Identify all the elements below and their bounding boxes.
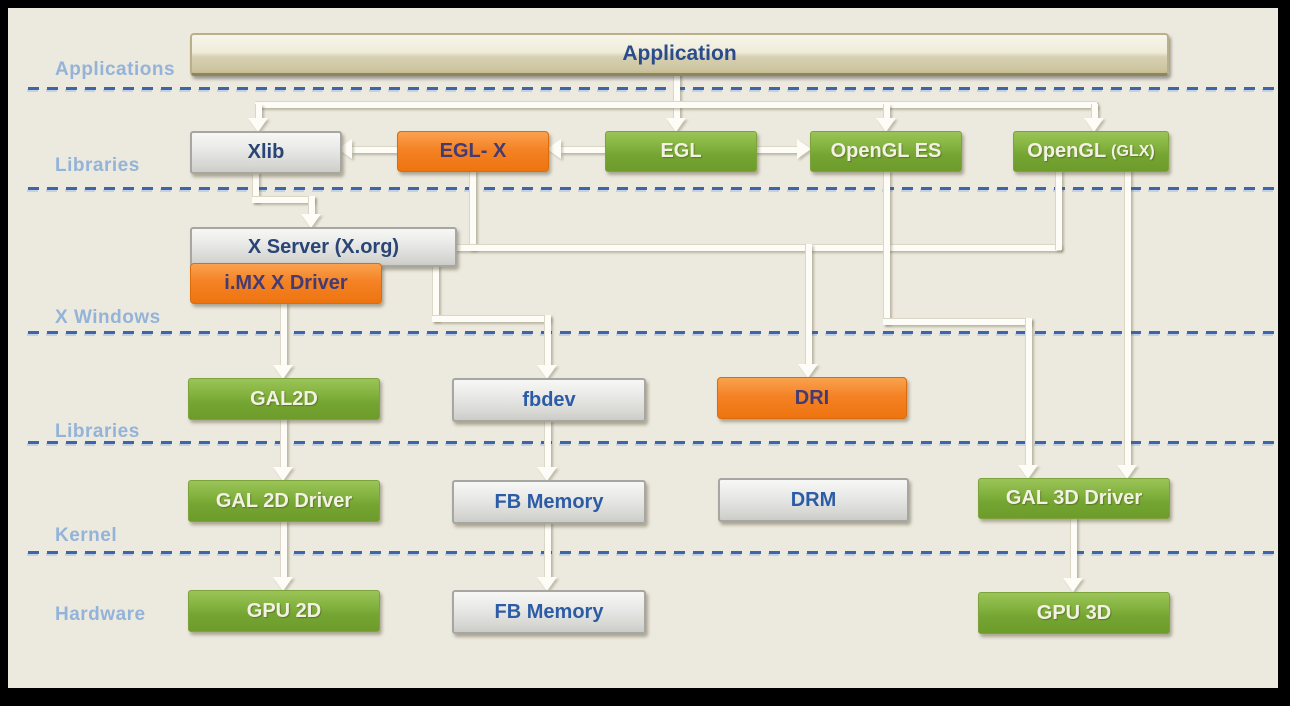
connector-opengles-elbow <box>883 318 1031 325</box>
diagram-background <box>8 8 1278 688</box>
connector-egl-opengles <box>752 146 797 153</box>
arrowhead-into-dri <box>798 364 818 378</box>
connector-fbdev-fbmem <box>544 418 551 467</box>
node-fb-memory-kernel: FB Memory <box>452 480 646 524</box>
connector-imx-gal2d <box>280 302 287 365</box>
connector-xserver-fbdev-elbow <box>432 315 550 322</box>
node-opengl-es: OpenGL ES <box>810 131 962 172</box>
node-gal2d: GAL2D <box>188 378 380 420</box>
node-gpu-2d: GPU 2D <box>188 590 380 632</box>
node-gal-3d-driver: GAL 3D Driver <box>978 478 1170 519</box>
connector-xlib-xserver <box>308 196 315 216</box>
connector-application-egl <box>673 70 680 122</box>
arrowhead-into-opengles <box>876 118 896 132</box>
node-egl-x: EGL- X <box>397 131 549 172</box>
arrowhead-into-gal2d <box>273 365 293 379</box>
layer-divider <box>28 551 1274 554</box>
layer-label-hardware: Hardware <box>55 604 146 625</box>
connector-trunk-dri <box>805 244 812 364</box>
connector-gal2d-driver <box>280 418 287 467</box>
connector-openglglx-trunk <box>1055 168 1062 250</box>
connector-driver-gpu2d <box>280 520 287 577</box>
node-fbdev: fbdev <box>452 378 646 422</box>
node-imx-x-driver: i.MX X Driver <box>190 263 382 304</box>
arrowhead-into-gpu2d <box>273 577 293 591</box>
layer-label-libraries-top: Libraries <box>55 155 140 176</box>
node-fb-memory-hardware: FB Memory <box>452 590 646 634</box>
layer-label-kernel: Kernel <box>55 525 118 546</box>
arrowhead-into-gal3d-left <box>1018 465 1038 479</box>
arrowhead-into-egl <box>666 118 686 132</box>
arrowhead-into-eglx <box>547 139 561 159</box>
node-egl: EGL <box>605 131 757 172</box>
layer-label-x-windows: X Windows <box>55 307 161 328</box>
layer-divider <box>28 441 1274 444</box>
connector-branch-opengles <box>883 104 890 120</box>
layer-label-libraries-bottom: Libraries <box>55 421 140 442</box>
connector-gal3d-gpu3d <box>1070 517 1077 578</box>
connector-opengles-gal3d <box>1025 318 1032 465</box>
node-opengl-glx: OpenGL(GLX) <box>1013 131 1169 172</box>
connector-eglx-xlib <box>351 146 400 153</box>
arrowhead-into-gal3d-right <box>1117 465 1137 479</box>
layer-divider <box>28 87 1274 90</box>
arrowhead-into-gpu3d <box>1063 578 1083 592</box>
connector-fbmem-fbmem <box>544 520 551 577</box>
connector-xserver-trunk <box>453 244 1061 251</box>
node-application: Application <box>190 33 1169 76</box>
arrowhead-into-fbdev <box>537 365 557 379</box>
connector-xlib-down <box>252 170 259 202</box>
node-dri: DRI <box>717 377 907 419</box>
connector-xserver-fbdev <box>544 315 551 365</box>
node-xlib: Xlib <box>190 131 342 174</box>
node-drm: DRM <box>718 478 909 522</box>
node-gal-2d-driver: GAL 2D Driver <box>188 480 380 522</box>
arrowhead-into-xlib <box>248 118 268 132</box>
arrowhead-into-fbmem-hw <box>537 577 557 591</box>
connector-xlib-elbow <box>252 196 314 203</box>
node-gpu-3d: GPU 3D <box>978 592 1170 634</box>
connector-eglx-trunk <box>469 170 476 250</box>
connector-branch-xlib <box>255 104 262 120</box>
node-x-server: X Server (X.org) <box>190 227 457 267</box>
arrowhead-into-fbmem-kernel <box>537 467 557 481</box>
connector-openglglx-gal3d <box>1124 168 1131 465</box>
arrowhead-into-gal2ddriver <box>273 467 293 481</box>
layer-label-applications: Applications <box>55 59 176 80</box>
connector-branch-openglglx <box>1091 104 1098 120</box>
arrowhead-into-opengles-from-egl <box>797 139 811 159</box>
arrowhead-into-xserver <box>301 214 321 228</box>
connector-opengles-down <box>883 170 890 324</box>
layer-divider <box>28 331 1274 334</box>
arrowhead-into-openglglx <box>1084 118 1104 132</box>
connector-application-branch <box>255 101 1097 108</box>
layer-divider <box>28 187 1274 190</box>
connector-egl-eglx <box>560 146 608 153</box>
connector-xserver-down <box>432 262 439 321</box>
